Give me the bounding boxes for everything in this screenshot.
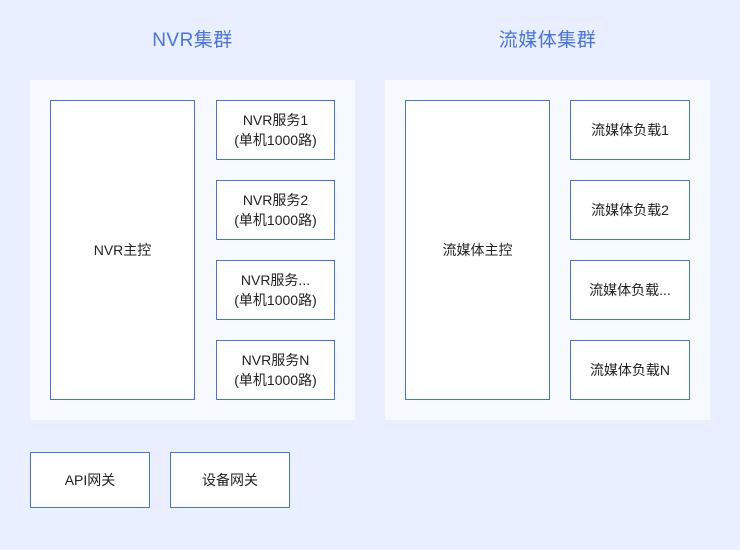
node-media-load-1[interactable]: 流媒体负载1 xyxy=(570,100,690,160)
node-api-gateway[interactable]: API网关 xyxy=(30,452,150,508)
node-nvr-service-1[interactable]: NVR服务1 (单机1000路) xyxy=(216,100,335,160)
node-nvr-master-label: NVR主控 xyxy=(93,242,152,258)
node-media-master-label: 流媒体主控 xyxy=(442,242,513,258)
node-nvr-service-1-line1: NVR服务1 xyxy=(242,112,309,128)
node-nvr-service-ellipsis[interactable]: NVR服务... (单机1000路) xyxy=(216,260,335,320)
cluster-title-media: 流媒体集群 xyxy=(498,30,597,51)
node-nvr-master[interactable]: NVR主控 xyxy=(50,100,195,400)
node-api-gateway-label: API网关 xyxy=(64,472,116,488)
node-nvr-service-ellipsis-line1: NVR服务... xyxy=(240,272,311,288)
node-media-load-n-label: 流媒体负载N xyxy=(589,362,671,378)
node-nvr-service-n-line1: NVR服务N xyxy=(241,352,310,368)
node-nvr-service-1-line2: (单机1000路) xyxy=(234,132,317,148)
node-nvr-service-ellipsis-line2: (单机1000路) xyxy=(234,292,317,308)
node-nvr-service-2[interactable]: NVR服务2 (单机1000路) xyxy=(216,180,335,240)
node-media-load-1-label: 流媒体负载1 xyxy=(591,122,669,138)
node-media-load-n[interactable]: 流媒体负载N xyxy=(570,340,690,400)
node-nvr-service-n-line2: (单机1000路) xyxy=(234,372,317,388)
node-device-gateway-label: 设备网关 xyxy=(202,472,258,488)
node-media-load-2[interactable]: 流媒体负载2 xyxy=(570,180,690,240)
node-nvr-service-2-line1: NVR服务2 xyxy=(242,192,309,208)
node-device-gateway[interactable]: 设备网关 xyxy=(170,452,290,508)
node-media-master[interactable]: 流媒体主控 xyxy=(405,100,550,400)
node-nvr-service-2-line2: (单机1000路) xyxy=(234,212,317,228)
node-nvr-service-n[interactable]: NVR服务N (单机1000路) xyxy=(216,340,335,400)
node-media-load-ellipsis-label: 流媒体负载... xyxy=(589,282,671,298)
node-media-load-2-label: 流媒体负载2 xyxy=(591,202,669,218)
cluster-title-nvr: NVR集群 xyxy=(152,30,233,51)
node-media-load-ellipsis[interactable]: 流媒体负载... xyxy=(570,260,690,320)
